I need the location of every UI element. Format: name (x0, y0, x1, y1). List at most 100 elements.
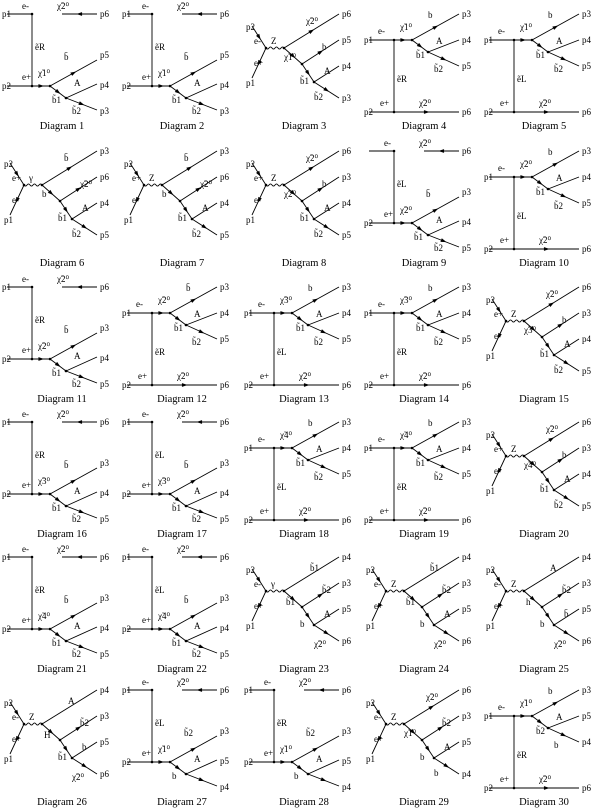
label-out-2: p3 (582, 443, 592, 453)
label-top-right: p6 (220, 9, 230, 19)
label-neutralino: χ̃4⁰ (399, 430, 412, 440)
diagram-caption: Diagram 3 (281, 121, 327, 132)
incoming-electron-1-arrow-icon (14, 170, 19, 177)
label-out-3: p3 (100, 106, 110, 116)
label-top-particle: χ̃2⁰ (56, 544, 69, 554)
label-top-mid: e- (498, 702, 505, 712)
top-electron-line-arrow-icon (76, 555, 83, 559)
label-b-quark: b̄ (64, 595, 69, 605)
sbottom1-line-arrow-icon (416, 42, 423, 48)
label-sbottom1: b̃1 (52, 503, 61, 513)
label-boson: Z (511, 444, 517, 454)
label-out-3: p5 (582, 198, 592, 208)
label-top-mid: e- (378, 299, 385, 309)
label-sbottom1: b (300, 619, 305, 629)
b-quark-line-arrow-icon (190, 747, 197, 752)
sbottom2-line-arrow-icon (563, 495, 570, 500)
b-line-arrow-icon (75, 726, 82, 732)
label-top-left: p1 (2, 282, 11, 292)
label-in-2: p1 (366, 621, 375, 631)
label-sbottom1: b̃1 (296, 458, 305, 468)
label-bottom-mid: e+ (260, 371, 269, 381)
label-propagator: ẽL (277, 347, 287, 357)
label-out-3: p4 (582, 737, 592, 747)
label-top-particle: χ̃2⁰ (56, 1, 69, 11)
label-out-4: p6 (582, 244, 592, 254)
b-line-arrow-icon (557, 593, 564, 599)
incoming-electron-2-arrow-icon (257, 196, 262, 203)
label-electron-2: e- (12, 195, 19, 205)
label-particle-2: h (526, 597, 531, 607)
label-higgs-a: A (444, 742, 451, 752)
b-quark-line-arrow-icon (312, 433, 319, 438)
label-particle-1: χ̃2⁰ (545, 289, 558, 299)
label-neutralino: χ̃2⁰ (399, 205, 412, 215)
higgs-a-line (185, 491, 218, 507)
neutralino-1-line-arrow-icon (47, 189, 54, 196)
label-top-left: p1 (122, 9, 131, 19)
label-higgs-a: A (194, 621, 201, 631)
label-electron-1: e+ (494, 444, 503, 454)
label-higgs-a: A (436, 36, 443, 46)
diagram-caption: Diagram 27 (157, 797, 207, 808)
label-sbottom2: χ̃2⁰ (313, 639, 326, 649)
label-top-right: p6 (100, 552, 110, 562)
label-bottom-mid: e+ (500, 774, 509, 784)
label-sbottom2: b̃2 (554, 500, 563, 510)
label-out-2: p4 (100, 353, 110, 363)
label-propagator: ẽR (517, 750, 527, 760)
decay-line-2-arrow-icon (563, 630, 570, 635)
label-sbottom2: b̃2 (72, 379, 81, 389)
top-electron-line-arrow-icon (76, 420, 83, 424)
neutralino-line-arrow-icon (400, 311, 407, 315)
neutralino-line-arrow-icon (400, 38, 407, 42)
intermediate-line-arrow-icon (289, 595, 296, 602)
label-electron-2: e+ (254, 58, 263, 68)
label-out-3: p5 (100, 514, 110, 524)
label-out-2: p4 (342, 443, 352, 453)
label-out-2: p6 (220, 172, 230, 182)
sbottom2-line-arrow-icon (323, 87, 330, 92)
label-sbottom1: b̃1 (174, 323, 183, 333)
label-bottom-particle: χ̃2⁰ (538, 235, 551, 245)
diagram-caption: Diagram 30 (519, 797, 569, 808)
higgs-a-line (313, 202, 340, 220)
label-propagator: ẽR (397, 482, 407, 492)
sbottom1-line-arrow-icon (174, 88, 181, 94)
label-bottom-left: p2 (2, 81, 11, 91)
neutralino-1-line-arrow-icon (289, 52, 296, 59)
label-electron-2: e- (494, 331, 501, 341)
b-quark-line-arrow-icon (317, 187, 324, 193)
label-out-2: p4 (582, 35, 592, 45)
b-quark-line-arrow-icon (312, 298, 319, 303)
label-b-quark: b̃2 (80, 718, 89, 728)
b-quark-line-arrow-icon (70, 71, 77, 76)
higgs-a-line (427, 447, 460, 461)
label-out-4: p5 (342, 230, 352, 240)
label-top-mid: e- (378, 434, 385, 444)
label-out-1: p4 (462, 552, 472, 562)
label-out-3: p5 (342, 604, 352, 614)
label-in-2: p1 (246, 215, 255, 225)
diagram-caption: Diagram 5 (521, 121, 567, 132)
sbottom2-line-arrow-icon (440, 56, 447, 61)
sbottom2-line-arrow-icon (198, 329, 205, 334)
sbottom1-line-arrow-icon (536, 179, 543, 185)
label-sbottom2: b̃2 (192, 514, 201, 524)
label-out-1: p3 (220, 146, 230, 156)
label-electron-2: e- (494, 466, 501, 476)
label-sbottom2: χ̃2⁰ (433, 639, 446, 649)
label-electron-2: e+ (374, 601, 383, 611)
label-bottom-mid: e+ (260, 506, 269, 516)
label-in-1: p2 (246, 159, 255, 169)
label-bottom-mid: e+ (22, 345, 31, 355)
neutralino-2-line-arrow-icon (66, 166, 73, 171)
label-out-1: p3 (342, 417, 352, 427)
diagram-caption: Diagram 12 (157, 394, 207, 405)
label-out-2: p4 (342, 308, 352, 318)
